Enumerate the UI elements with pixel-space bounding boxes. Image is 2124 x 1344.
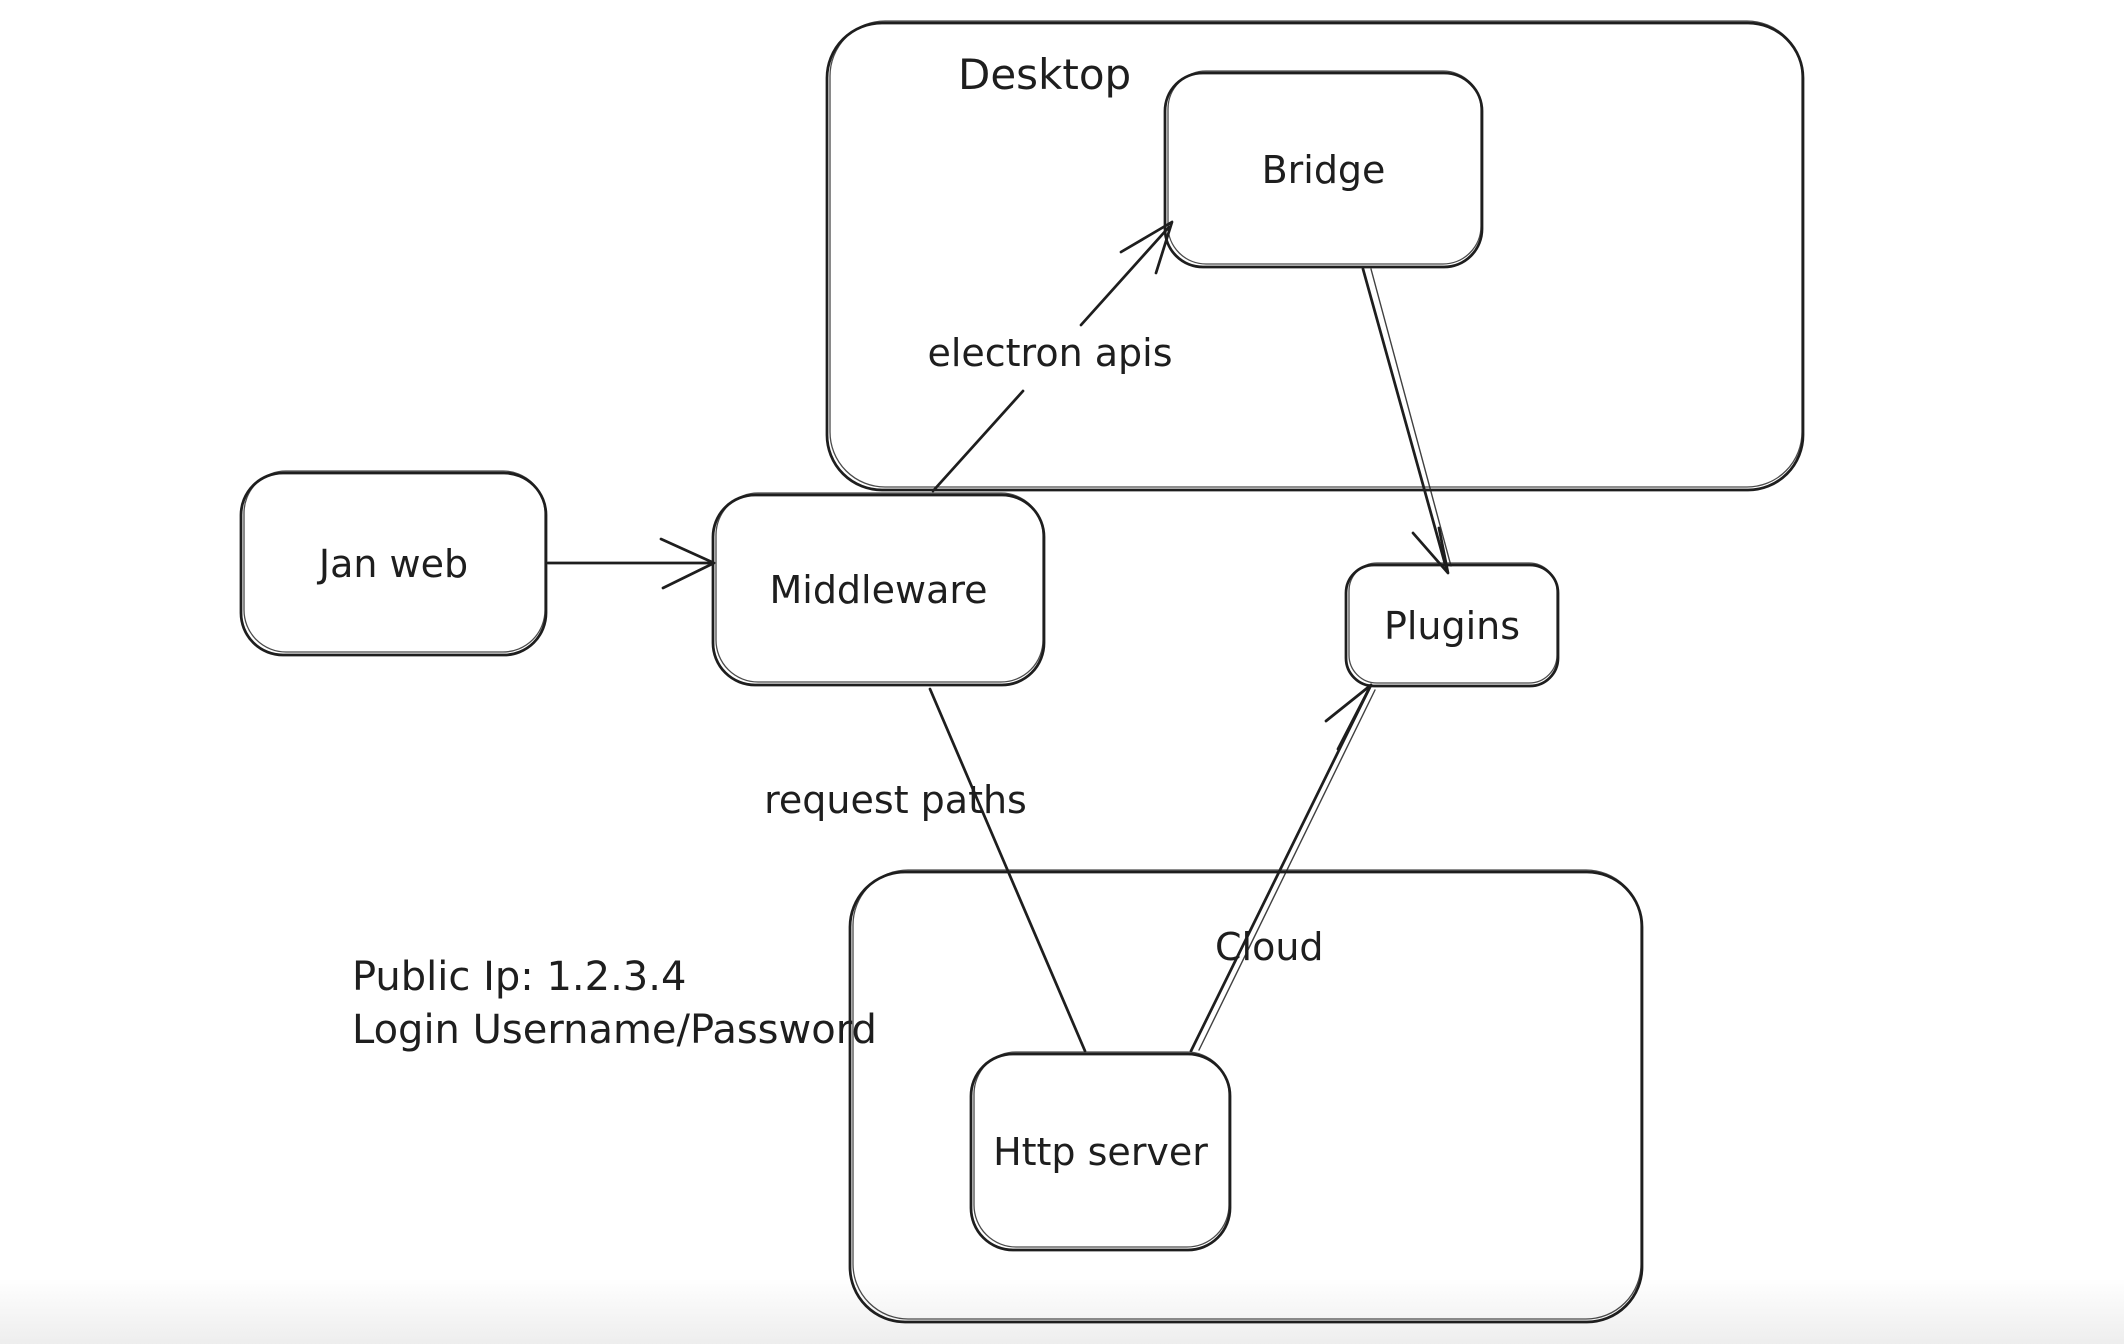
jan-web-box[interactable] — [239, 470, 548, 657]
http-server-box[interactable] — [969, 1051, 1232, 1252]
line-middleware-to-http-server[interactable] — [928, 687, 1087, 1053]
middleware-box[interactable] — [711, 492, 1046, 687]
arrow-bridge-to-plugins[interactable] — [1361, 267, 1452, 575]
plugins-box[interactable] — [1344, 562, 1560, 688]
arrow-middleware-to-bridge[interactable] — [931, 220, 1174, 493]
bridge-box[interactable] — [1163, 70, 1484, 269]
arrow-http-server-to-plugins[interactable] — [1189, 683, 1376, 1053]
arrow-janweb-to-middleware[interactable] — [546, 537, 716, 590]
